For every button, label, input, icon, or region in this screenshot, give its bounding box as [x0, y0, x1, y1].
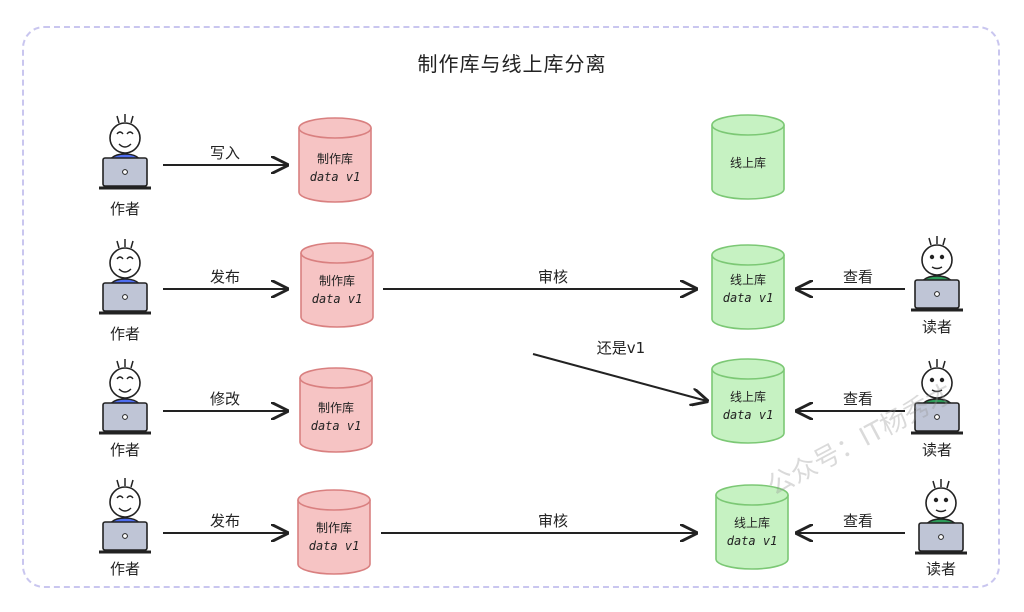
author-icon: [99, 478, 151, 554]
author-1: 作者: [99, 114, 151, 218]
reader-action-label: 查看: [843, 390, 873, 408]
author-icon: [99, 359, 151, 435]
author-2: 作者: [99, 239, 151, 343]
db-name: 线上库: [730, 389, 766, 404]
db-name: 线上库: [730, 155, 766, 170]
author-label: 作者: [110, 441, 140, 459]
reader-icon: [911, 236, 963, 312]
reader-label: 读者: [922, 318, 952, 336]
action-label: 发布: [210, 512, 240, 530]
reader-action-label: 查看: [843, 512, 873, 530]
db-version: data v1: [723, 408, 774, 422]
reader-2: 读者: [911, 236, 963, 336]
db-name: 制作库: [318, 400, 354, 415]
note-label: 还是v1: [597, 339, 645, 357]
db-version: data v1: [310, 170, 361, 184]
online-db-3: 线上库 data v1: [711, 358, 785, 444]
diagram-title: 制作库与线上库分离: [417, 52, 607, 76]
db-version: data v1: [723, 291, 774, 305]
online-db-4: 线上库 data v1: [715, 484, 789, 570]
author-4: 作者: [99, 478, 151, 578]
reader-icon: [911, 359, 963, 435]
author-label: 作者: [110, 325, 140, 343]
action-label: 写入: [210, 144, 240, 162]
db-name: 制作库: [316, 520, 352, 535]
online-db-2: 线上库 data v1: [711, 244, 785, 330]
reader-label: 读者: [926, 560, 956, 578]
reader-label: 读者: [922, 441, 952, 459]
reader-icon: [915, 479, 967, 555]
arrow-still-v1: [532, 353, 707, 401]
reader-3: 读者: [911, 359, 963, 459]
review-label: 审核: [538, 268, 568, 286]
db-version: data v1: [309, 539, 360, 553]
author-label: 作者: [110, 200, 140, 218]
db-name: 线上库: [734, 515, 770, 530]
review-label: 审核: [538, 512, 568, 530]
online-db-1: 线上库: [711, 114, 785, 200]
author-icon: [99, 114, 151, 190]
author-3: 作者: [99, 359, 151, 459]
reader-4: 读者: [915, 479, 967, 578]
author-label: 作者: [110, 560, 140, 578]
db-name: 制作库: [319, 273, 355, 288]
db-version: data v1: [311, 419, 362, 433]
db-version: data v1: [312, 292, 363, 306]
action-label: 修改: [210, 390, 240, 408]
production-db-2: 制作库 data v1: [300, 242, 374, 328]
action-label: 发布: [210, 268, 240, 286]
db-version: data v1: [727, 534, 778, 548]
production-db-1: 制作库 data v1: [298, 117, 372, 203]
production-db-3: 制作库 data v1: [299, 367, 373, 453]
diagram-frame: [22, 26, 1000, 588]
db-name: 线上库: [730, 272, 766, 287]
db-name: 制作库: [317, 151, 353, 166]
author-icon: [99, 239, 151, 315]
reader-action-label: 查看: [843, 268, 873, 286]
production-db-4: 制作库 data v1: [297, 489, 371, 575]
